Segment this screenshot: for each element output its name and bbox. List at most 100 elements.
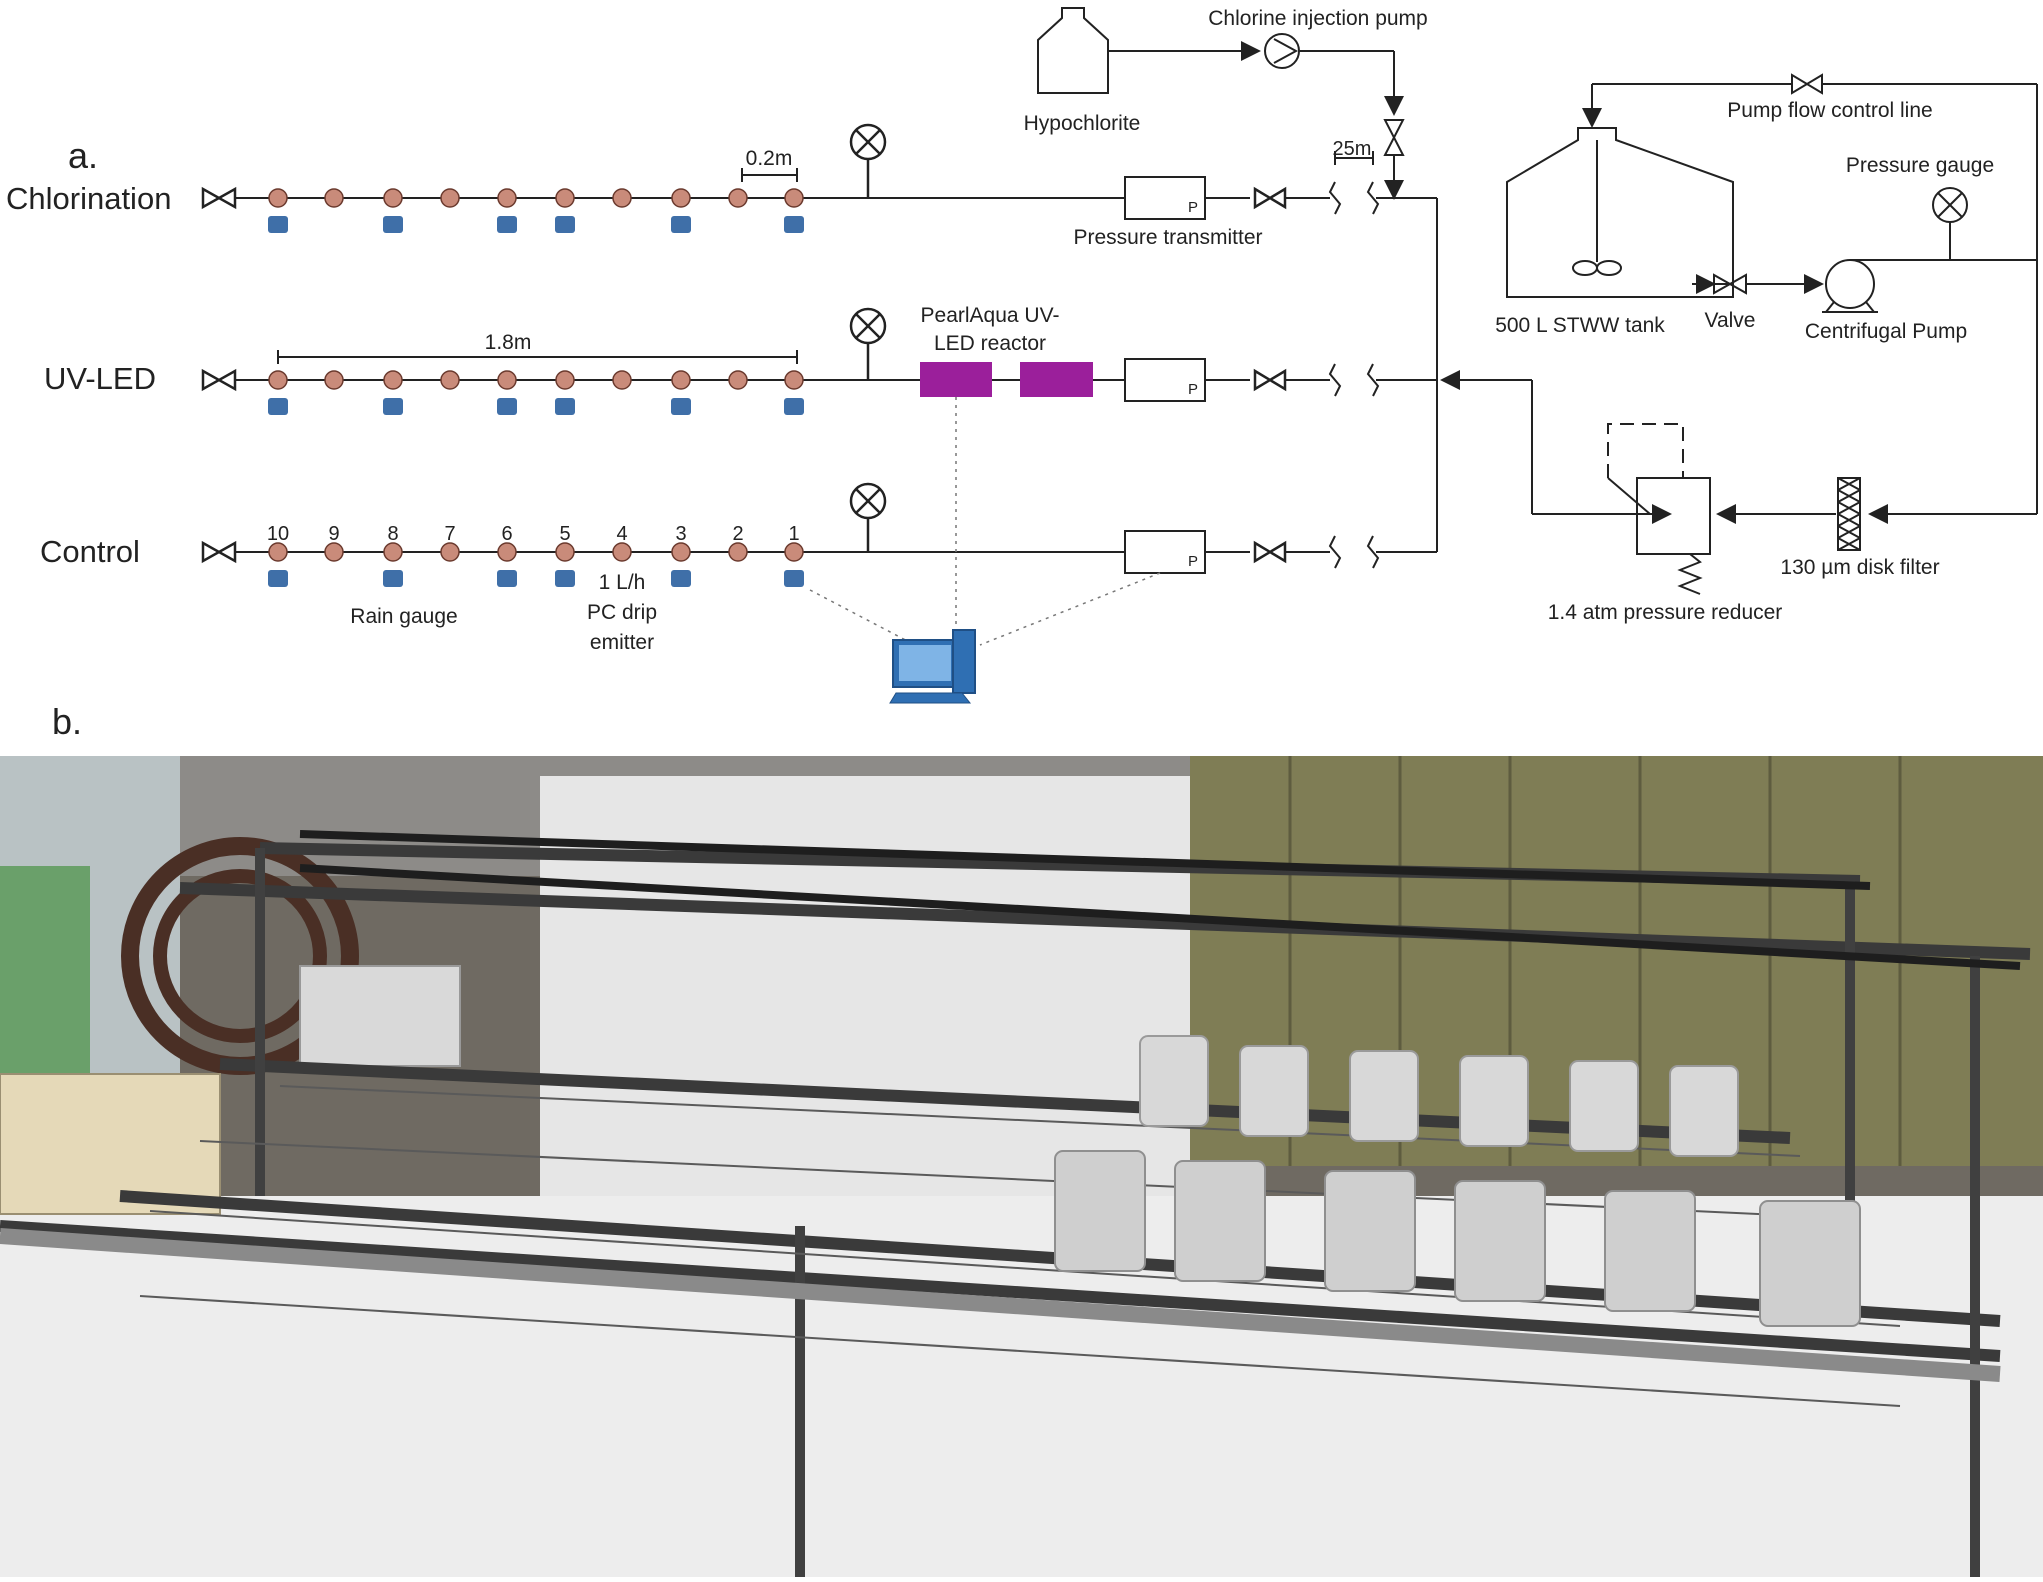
transmitter-letter: P — [1188, 199, 1198, 216]
emitter-number: 3 — [675, 523, 686, 545]
drip-emitter — [268, 542, 288, 562]
rain-gauge — [497, 398, 517, 415]
rain-gauge — [555, 570, 575, 587]
drip-emitter — [324, 188, 344, 208]
rain-gauge — [268, 216, 288, 233]
lateral-length-label: 1.8m — [485, 331, 532, 354]
chlorine-injection-pump — [1264, 33, 1300, 69]
transmitter-letter: P — [1188, 553, 1198, 570]
length-marker-1-8m — [277, 350, 798, 364]
rain-gauge — [784, 570, 804, 587]
pressure-gauge-chlorination — [849, 123, 887, 198]
inlet-valve-control — [1253, 540, 1287, 564]
chlorine-pump-label: Chlorine injection pump — [1208, 7, 1427, 30]
drip-emitter — [497, 542, 517, 562]
uv-reactor-1 — [920, 362, 992, 397]
tank-outlet-line — [1692, 273, 1824, 295]
drip-emitter — [784, 542, 804, 562]
pipe-breaks — [1328, 181, 1380, 569]
line-label-chlorination: Chlorination — [6, 181, 171, 216]
rain-gauge — [784, 398, 804, 415]
rain-gauge — [268, 570, 288, 587]
pressure-gauge-uvled — [849, 307, 887, 380]
rain-gauge — [671, 398, 691, 415]
pressure-transmitter-control: P — [1124, 530, 1206, 574]
drip-emitter — [440, 188, 460, 208]
emitter-number: 2 — [732, 523, 743, 545]
drip-emitter — [440, 542, 460, 562]
emitter-label-3: emitter — [590, 631, 654, 654]
manifold — [1436, 198, 1532, 552]
transmitter-letter: P — [1188, 381, 1198, 398]
rain-gauge — [497, 216, 517, 233]
rain-gauge — [671, 216, 691, 233]
drip-emitter — [784, 370, 804, 390]
end-valve-control — [201, 540, 237, 564]
schematic-diagram: a. b. Chlorination UV-LED Control 10 — [6, 7, 2038, 742]
drip-emitter — [728, 370, 748, 390]
panel-label-a: a. — [68, 135, 98, 176]
drip-emitter — [612, 370, 632, 390]
pressure-gauge-label: Pressure gauge — [1846, 154, 1994, 177]
end-valve-chlorination — [201, 186, 237, 210]
centrifugal-pump-label: Centrifugal Pump — [1805, 320, 1967, 343]
uv-reactor-label-1: PearlAqua UV- — [921, 304, 1060, 327]
drip-emitter — [497, 188, 517, 208]
pump-flow-line-label: Pump flow control line — [1727, 99, 1932, 122]
drip-emitter — [728, 188, 748, 208]
rain-gauge — [671, 570, 691, 587]
length-marker-25m — [1334, 151, 1374, 165]
drip-emitter — [268, 188, 288, 208]
emitter-number: 4 — [616, 523, 627, 545]
centrifugal-pump — [1822, 259, 1878, 313]
rain-gauge — [268, 398, 288, 415]
tank-label: 500 L STWW tank — [1495, 314, 1665, 337]
emitter-number: 7 — [444, 523, 455, 545]
inlet-valve-uvled — [1253, 368, 1287, 392]
pump-discharge-line — [1874, 187, 2037, 261]
emitter-label-1: 1 L/h — [599, 571, 646, 594]
pressure-transmitter-chlorination: P — [1124, 176, 1206, 220]
panel-label-b: b. — [52, 701, 82, 742]
drip-emitter — [671, 542, 691, 562]
emitter-label-2: PC drip — [587, 601, 657, 624]
lab-setup-photo — [0, 756, 2043, 1577]
rain-gauge — [555, 398, 575, 415]
drip-emitter — [383, 370, 403, 390]
rain-gauge — [383, 216, 403, 233]
line-label-control: Control — [40, 534, 140, 569]
stww-tank — [1506, 127, 1734, 298]
hypochlorite-label: Hypochlorite — [1024, 112, 1141, 135]
rain-gauge — [383, 398, 403, 415]
end-valve-uvled — [201, 368, 237, 392]
emitter-number: 8 — [387, 523, 398, 545]
drip-emitter — [728, 542, 748, 562]
drip-emitter — [555, 542, 575, 562]
rain-gauge — [555, 216, 575, 233]
line-label-uvled: UV-LED — [44, 361, 156, 396]
spacing-marker-0-2m — [741, 168, 798, 182]
pump-flow-control-line — [1582, 73, 2038, 514]
uv-reactor-2 — [1020, 362, 1093, 397]
rain-gauges-group — [268, 216, 804, 587]
drip-emitter — [324, 542, 344, 562]
drip-emitter — [440, 370, 460, 390]
spacing-label: 0.2m — [746, 147, 793, 170]
emitter-number: 10 — [267, 523, 289, 545]
pressure-reducer — [1607, 423, 1711, 595]
drip-emitter — [612, 188, 632, 208]
emitter-number: 5 — [559, 523, 570, 545]
emitters-group — [268, 188, 804, 562]
drip-emitter — [612, 542, 632, 562]
computer-icon — [889, 629, 976, 704]
pressure-gauge-control — [849, 482, 887, 552]
rain-gauge — [497, 570, 517, 587]
drip-emitter — [671, 370, 691, 390]
drip-emitter — [497, 370, 517, 390]
chlorine-feed-line — [1299, 50, 1405, 200]
data-links — [809, 397, 1161, 646]
hypochlorite-bottle — [1037, 7, 1109, 94]
pressure-transmitter-label: Pressure transmitter — [1073, 226, 1262, 249]
pressure-reducer-label: 1.4 atm pressure reducer — [1548, 601, 1783, 624]
emitter-number: 1 — [788, 523, 799, 545]
